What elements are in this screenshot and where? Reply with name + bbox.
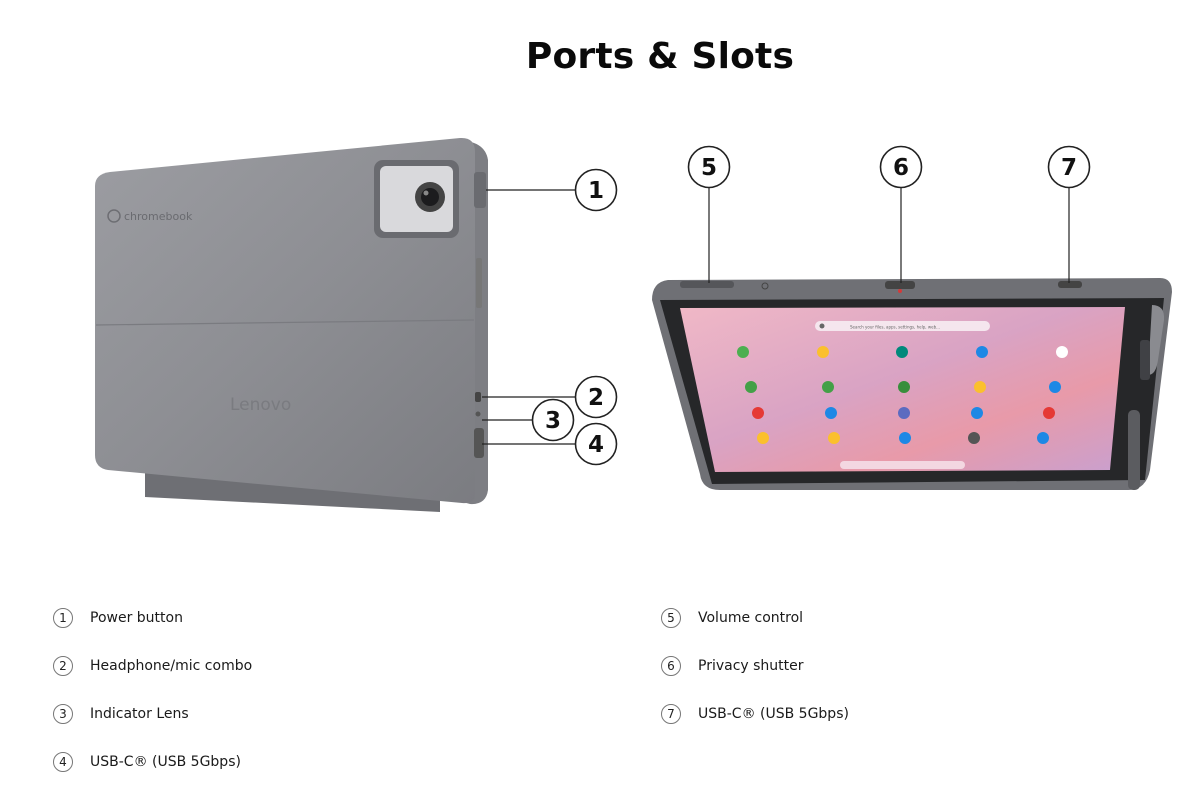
callout-1: 1 <box>574 168 618 212</box>
callout-2: 2 <box>574 375 618 419</box>
usb-c-top-shape <box>1058 281 1082 288</box>
legend-item-volume-control: 5 Volume control <box>661 604 849 652</box>
legend-number-badge: 2 <box>53 656 73 676</box>
legend-number-badge: 4 <box>53 752 73 772</box>
callout-6: 6 <box>879 145 923 189</box>
callout-lines-left <box>482 189 577 445</box>
svg-text:3: 3 <box>545 408 561 434</box>
legend-number-badge: 5 <box>661 608 681 628</box>
launcher-search-bar <box>815 321 990 331</box>
callout-3: 3 <box>531 398 575 442</box>
privacy-shutter-shape <box>885 281 915 289</box>
callout-5: 5 <box>687 145 731 189</box>
legend-left: 1 Power button 2 Headphone/mic combo 3 I… <box>53 604 252 796</box>
usb-c-port-shape <box>474 428 484 458</box>
legend-label: Privacy shutter <box>698 658 804 674</box>
volume-rocker-shape <box>680 281 734 288</box>
svg-text:7: 7 <box>1061 155 1077 181</box>
page-title: Ports & Slots <box>525 36 795 77</box>
tablet-back-view: chromebook Lenovo <box>95 137 488 512</box>
svg-text:1: 1 <box>588 178 604 204</box>
legend-number-badge: 6 <box>661 656 681 676</box>
tablet-front-view: Search your files, apps, settings, help,… <box>652 278 1172 490</box>
callout-7: 7 <box>1047 145 1091 189</box>
legend-item-power-button: 1 Power button <box>53 604 252 652</box>
stylus-shape <box>1128 410 1140 490</box>
svg-text:4: 4 <box>588 432 604 458</box>
legend-number-badge: 3 <box>53 704 73 724</box>
legend-item-headphone-mic: 2 Headphone/mic combo <box>53 652 252 700</box>
legend-label: Headphone/mic combo <box>90 658 253 674</box>
svg-text:6: 6 <box>893 155 909 181</box>
legend-right: 5 Volume control 6 Privacy shutter 7 USB… <box>661 604 849 748</box>
callout-lines-right <box>708 188 1070 283</box>
lenovo-logo: Lenovo <box>230 395 291 415</box>
legend-label: USB-C® (USB 5Gbps) <box>90 754 241 770</box>
legend-item-usb-c-side: 4 USB-C® (USB 5Gbps) <box>53 748 252 796</box>
legend-label: Volume control <box>698 610 804 626</box>
legend-label: Power button <box>90 610 183 626</box>
callout-4: 4 <box>574 422 618 466</box>
launcher-search-hint: Search your files, apps, settings, help,… <box>850 325 940 330</box>
legend-number-badge: 1 <box>53 608 73 628</box>
power-button-shape <box>474 172 486 208</box>
app-shelf <box>840 461 965 469</box>
app-icon-grid <box>737 346 1068 444</box>
headphone-jack-shape <box>475 392 481 402</box>
kickstand-fold-line <box>95 319 475 326</box>
chrome-logo-icon <box>107 209 121 223</box>
chromebook-wordmark: chromebook <box>124 210 193 223</box>
legend-item-usb-c-top: 7 USB-C® (USB 5Gbps) <box>661 700 849 748</box>
legend-label: Indicator Lens <box>90 706 189 722</box>
svg-text:5: 5 <box>701 155 717 181</box>
legend-label: USB-C® (USB 5Gbps) <box>698 706 849 722</box>
legend-item-privacy-shutter: 6 Privacy shutter <box>661 652 849 700</box>
legend-number-badge: 7 <box>661 704 681 724</box>
svg-text:2: 2 <box>588 385 604 411</box>
legend-item-indicator-lens: 3 Indicator Lens <box>53 700 252 748</box>
